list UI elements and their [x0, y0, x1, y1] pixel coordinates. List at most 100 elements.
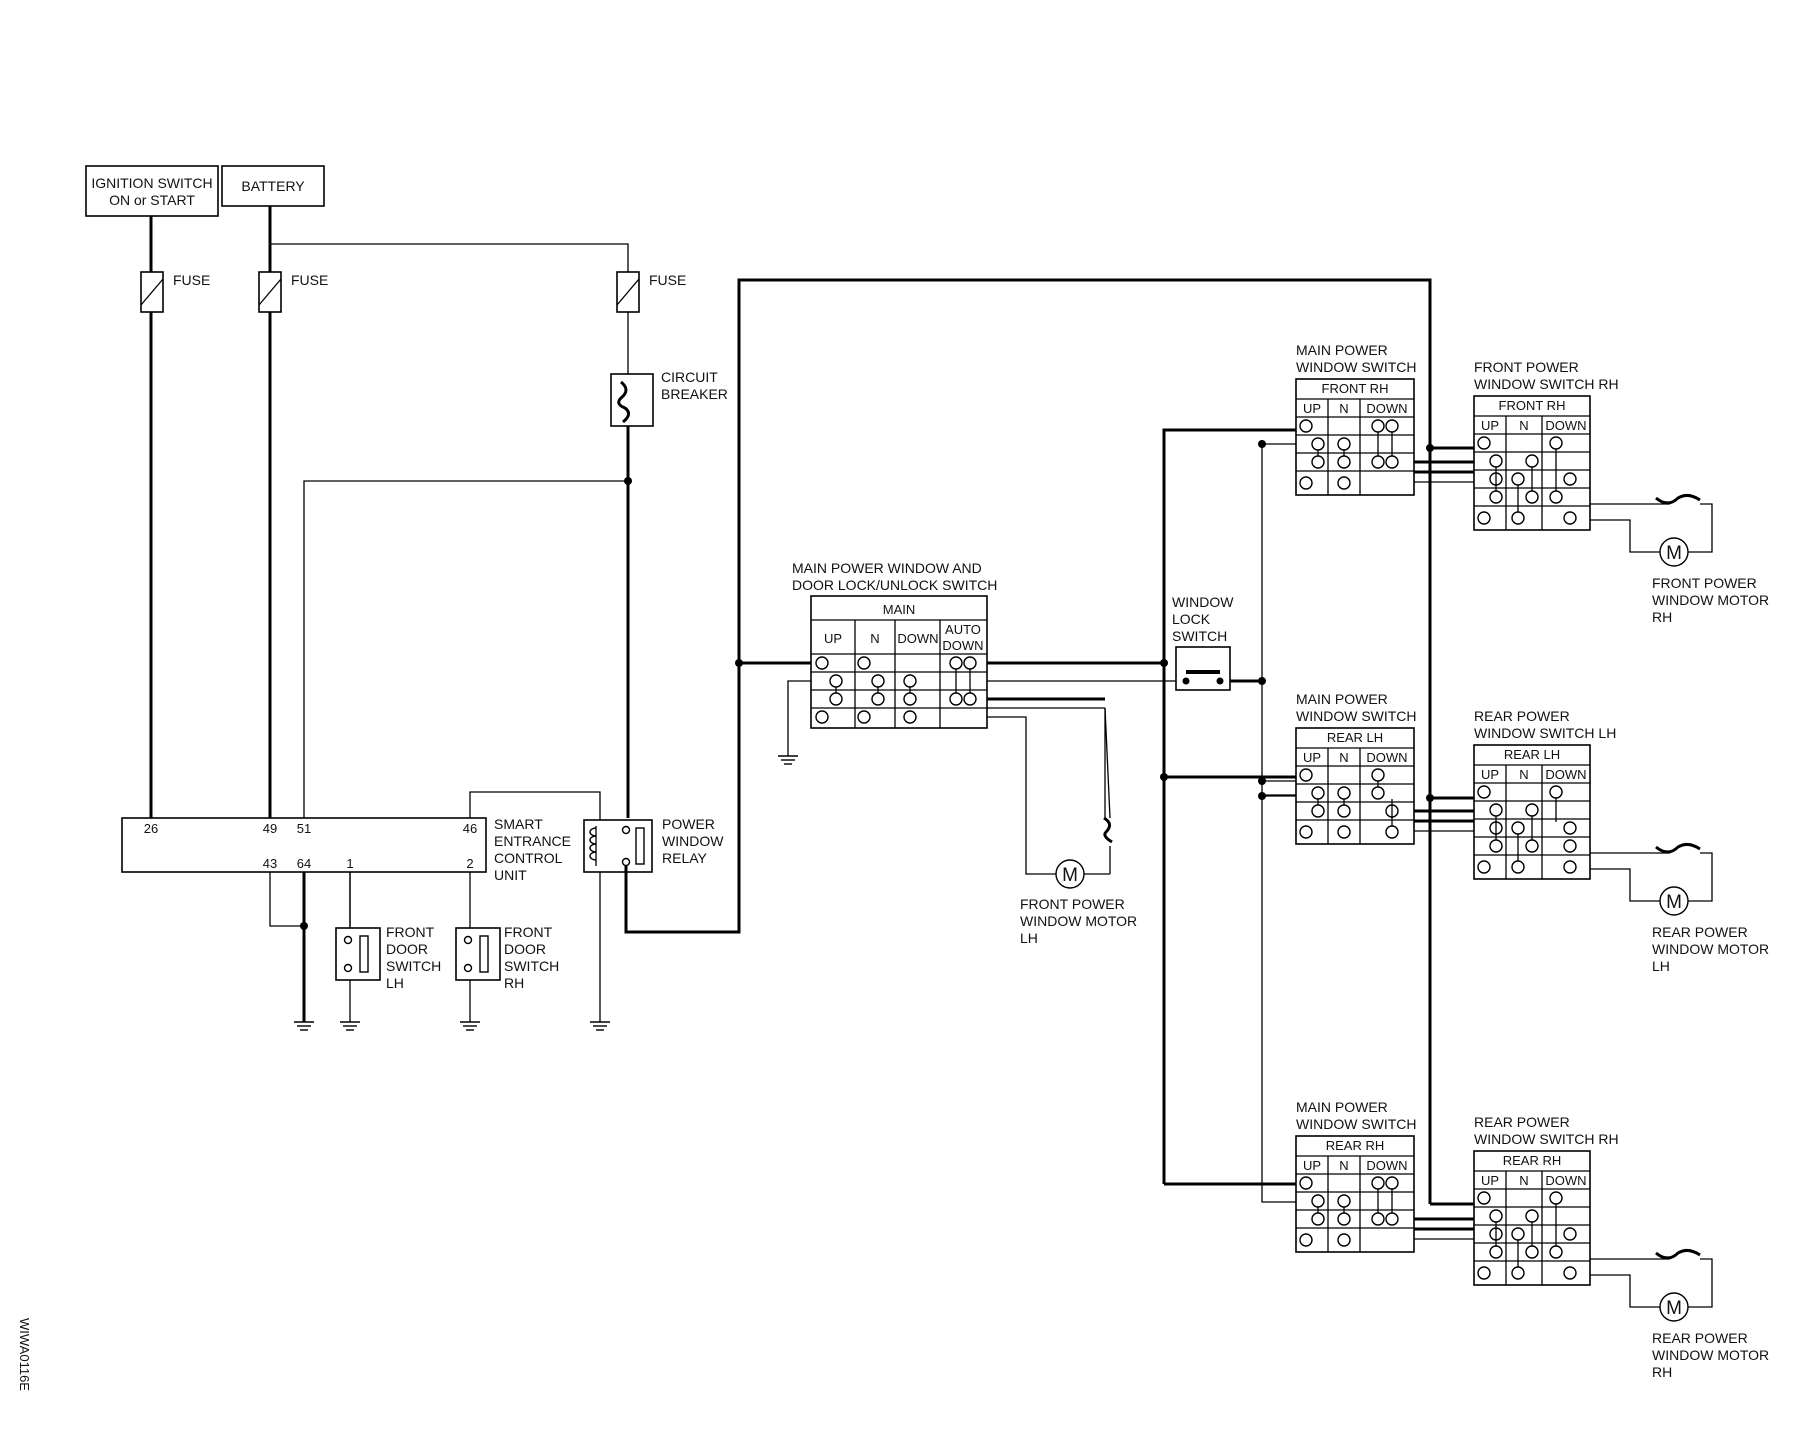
svg-text:DOWN: DOWN: [1545, 418, 1586, 433]
svg-text:BREAKER: BREAKER: [661, 386, 728, 402]
svg-text:UP: UP: [1481, 1173, 1499, 1188]
svg-text:DOWN: DOWN: [1366, 401, 1407, 416]
svg-text:CIRCUIT: CIRCUIT: [661, 369, 718, 385]
svg-text:ON or START: ON or START: [109, 192, 195, 208]
svg-text:MAIN POWER: MAIN POWER: [1296, 691, 1388, 707]
main-window-switch-front-rh: MAIN POWER WINDOW SWITCH FRONT RH UP N D…: [1295, 342, 1417, 496]
svg-text:N: N: [1339, 1158, 1348, 1173]
fuse-1: FUSE: [140, 271, 210, 313]
svg-text:WINDOW: WINDOW: [1172, 594, 1234, 610]
svg-text:FRONT POWER: FRONT POWER: [1652, 575, 1757, 591]
svg-text:REAR POWER: REAR POWER: [1652, 924, 1748, 940]
svg-text:MAIN POWER: MAIN POWER: [1296, 1099, 1388, 1115]
svg-text:N: N: [1339, 750, 1348, 765]
svg-text:M: M: [1666, 1298, 1682, 1319]
svg-text:REAR LH: REAR LH: [1504, 747, 1560, 762]
front-power-window-motor-rh: M FRONT POWER WINDOW MOTOR RH: [1590, 493, 1769, 625]
svg-text:WINDOW: WINDOW: [662, 833, 724, 849]
svg-text:RH: RH: [1652, 1364, 1672, 1380]
main-switch-wiring: [735, 659, 1164, 875]
svg-text:UP: UP: [1481, 418, 1499, 433]
svg-text:DOWN: DOWN: [1545, 1173, 1586, 1188]
svg-text:REAR POWER: REAR POWER: [1474, 1114, 1570, 1130]
fuse-3: FUSE: [616, 271, 686, 313]
svg-text:64: 64: [297, 856, 311, 871]
front-door-switch-rh: FRONT DOOR SWITCH RH: [455, 924, 559, 991]
bus-wires: [1160, 428, 1296, 1203]
ignition-switch-box: IGNITION SWITCH ON or START: [85, 165, 219, 217]
main-power-window-switch: MAIN POWER WINDOW AND DOOR LOCK/UNLOCK S…: [792, 560, 997, 729]
svg-text:WINDOW MOTOR: WINDOW MOTOR: [1020, 913, 1137, 929]
svg-text:WINDOW MOTOR: WINDOW MOTOR: [1652, 941, 1769, 957]
svg-text:RELAY: RELAY: [662, 850, 708, 866]
svg-text:POWER: POWER: [662, 816, 715, 832]
svg-text:FRONT POWER: FRONT POWER: [1020, 896, 1125, 912]
svg-text:DOWN: DOWN: [897, 631, 938, 646]
svg-text:FUSE: FUSE: [173, 272, 210, 288]
svg-text:WINDOW SWITCH: WINDOW SWITCH: [1296, 708, 1417, 724]
svg-text:N: N: [1519, 418, 1528, 433]
svg-text:MAIN: MAIN: [883, 602, 916, 617]
svg-text:WINDOW MOTOR: WINDOW MOTOR: [1652, 1347, 1769, 1363]
rear-power-window-switch-rh: REAR POWER WINDOW SWITCH RH REAR RH UP N…: [1473, 1114, 1619, 1286]
svg-text:FRONT RH: FRONT RH: [1322, 381, 1389, 396]
rear-power-window-switch-lh: REAR POWER WINDOW SWITCH LH REAR LH UP N…: [1473, 708, 1616, 880]
svg-text:N: N: [870, 631, 879, 646]
svg-text:UP: UP: [824, 631, 842, 646]
svg-text:1: 1: [346, 856, 353, 871]
svg-text:49: 49: [263, 821, 277, 836]
svg-text:WINDOW SWITCH: WINDOW SWITCH: [1296, 1116, 1417, 1132]
svg-text:FRONT POWER: FRONT POWER: [1474, 359, 1579, 375]
svg-text:LOCK: LOCK: [1172, 611, 1211, 627]
svg-text:FUSE: FUSE: [291, 272, 328, 288]
smart-entrance-control-unit: 26 49 51 46 43 64 1 2 SMART ENTRANCE CON…: [121, 816, 571, 883]
svg-text:SWITCH: SWITCH: [504, 958, 559, 974]
svg-text:SWITCH: SWITCH: [386, 958, 441, 974]
svg-text:MAIN POWER WINDOW AND: MAIN POWER WINDOW AND: [792, 560, 982, 576]
svg-text:SWITCH: SWITCH: [1172, 628, 1227, 644]
rear-power-window-motor-rh: M REAR POWER WINDOW MOTOR RH: [1590, 1248, 1769, 1380]
svg-text:DOOR LOCK/UNLOCK SWITCH: DOOR LOCK/UNLOCK SWITCH: [792, 577, 997, 593]
svg-text:REAR RH: REAR RH: [1503, 1153, 1562, 1168]
svg-text:LH: LH: [1020, 930, 1038, 946]
svg-text:43: 43: [263, 856, 277, 871]
svg-text:CONTROL: CONTROL: [494, 850, 563, 866]
battery-box: BATTERY: [221, 165, 325, 207]
svg-text:N: N: [1339, 401, 1348, 416]
svg-text:M: M: [1666, 543, 1682, 564]
svg-text:DOWN: DOWN: [942, 638, 983, 653]
svg-text:2: 2: [466, 856, 473, 871]
svg-text:REAR POWER: REAR POWER: [1474, 708, 1570, 724]
svg-text:UP: UP: [1303, 1158, 1321, 1173]
svg-text:REAR LH: REAR LH: [1327, 730, 1383, 745]
svg-text:IGNITION SWITCH: IGNITION SWITCH: [91, 175, 212, 191]
svg-text:M: M: [1062, 865, 1078, 886]
rear-power-window-motor-lh: M REAR POWER WINDOW MOTOR LH: [1590, 842, 1769, 974]
svg-text:BATTERY: BATTERY: [241, 178, 305, 194]
front-door-switch-lh: FRONT DOOR SWITCH LH: [335, 924, 441, 991]
svg-text:DOWN: DOWN: [1545, 767, 1586, 782]
switch-interconnects: [1414, 460, 1474, 1240]
svg-text:SMART: SMART: [494, 816, 543, 832]
front-power-window-switch-rh: FRONT POWER WINDOW SWITCH RH FRONT RH UP…: [1473, 359, 1619, 531]
svg-text:RH: RH: [504, 975, 524, 991]
svg-text:DOOR: DOOR: [504, 941, 546, 957]
svg-text:UNIT: UNIT: [494, 867, 527, 883]
svg-text:UP: UP: [1303, 401, 1321, 416]
svg-text:RH: RH: [1652, 609, 1672, 625]
svg-text:UP: UP: [1481, 767, 1499, 782]
svg-text:WINDOW SWITCH LH: WINDOW SWITCH LH: [1474, 725, 1616, 741]
svg-text:REAR RH: REAR RH: [1326, 1138, 1385, 1153]
svg-text:LH: LH: [1652, 958, 1670, 974]
svg-text:ENTRANCE: ENTRANCE: [494, 833, 571, 849]
svg-text:FRONT: FRONT: [386, 924, 435, 940]
svg-text:FRONT: FRONT: [504, 924, 553, 940]
relay-feed-taps: [1426, 444, 1474, 1206]
svg-text:M: M: [1666, 892, 1682, 913]
svg-text:WINDOW SWITCH RH: WINDOW SWITCH RH: [1474, 376, 1619, 392]
svg-text:DOWN: DOWN: [1366, 1158, 1407, 1173]
svg-text:51: 51: [297, 821, 311, 836]
svg-text:AUTO: AUTO: [945, 622, 981, 637]
ground-symbols: [294, 755, 798, 1031]
